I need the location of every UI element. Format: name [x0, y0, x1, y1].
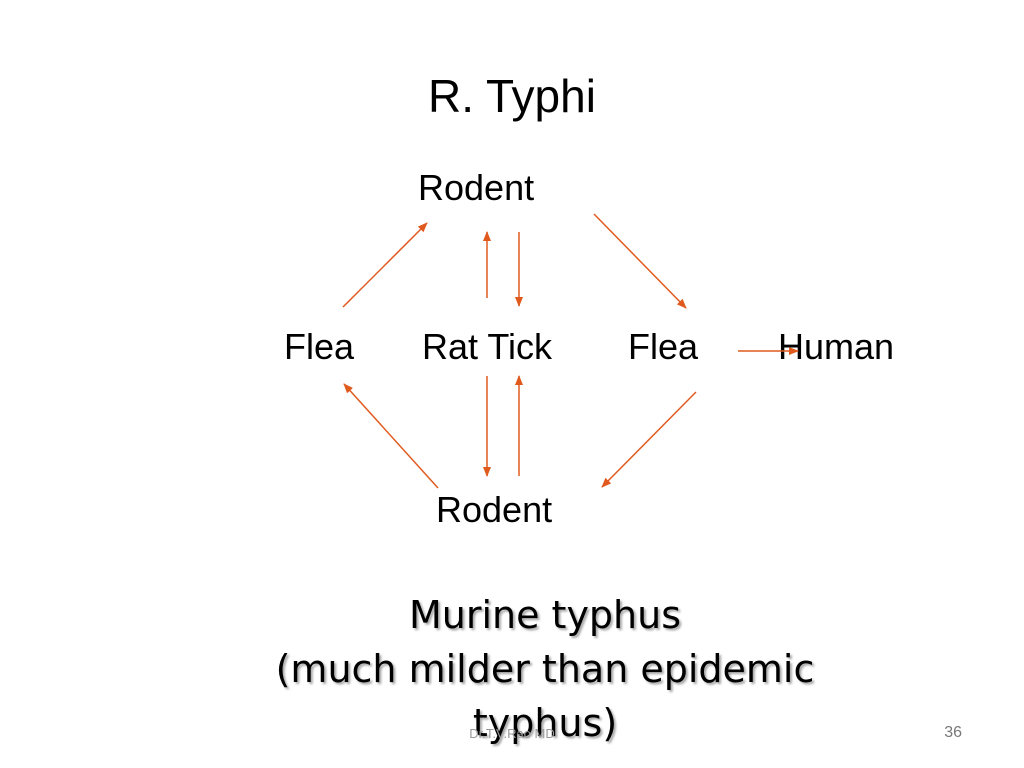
node-rodent-top: Rodent [418, 167, 535, 208]
node-flea-right: Flea [628, 326, 699, 367]
caption-line-3: typhus) [472, 701, 618, 745]
arrow-rodent-bottom-to-flea-left [343, 383, 439, 489]
caption-line-1: Murine typhus [408, 593, 682, 637]
footer-author: Dr.T.V.Rao MD [469, 726, 555, 741]
caption-line-2: (much milder than epidemic [275, 647, 815, 691]
arrow-flea-left-to-rodent-top [342, 222, 428, 308]
node-flea-left: Flea [284, 326, 355, 367]
caption: Murine typhus (much milder than epidemic… [170, 588, 920, 750]
node-human: Human [778, 326, 895, 367]
node-rat-tick: Rat Tick [422, 326, 553, 367]
node-rodent-bottom: Rodent [436, 489, 553, 530]
page-number: 36 [944, 724, 962, 741]
arrow-rodent-top-to-flea-right [593, 213, 687, 309]
arrow-flea-right-to-rodent-bottom [601, 391, 697, 488]
slide-title: R. Typhi [428, 70, 596, 122]
